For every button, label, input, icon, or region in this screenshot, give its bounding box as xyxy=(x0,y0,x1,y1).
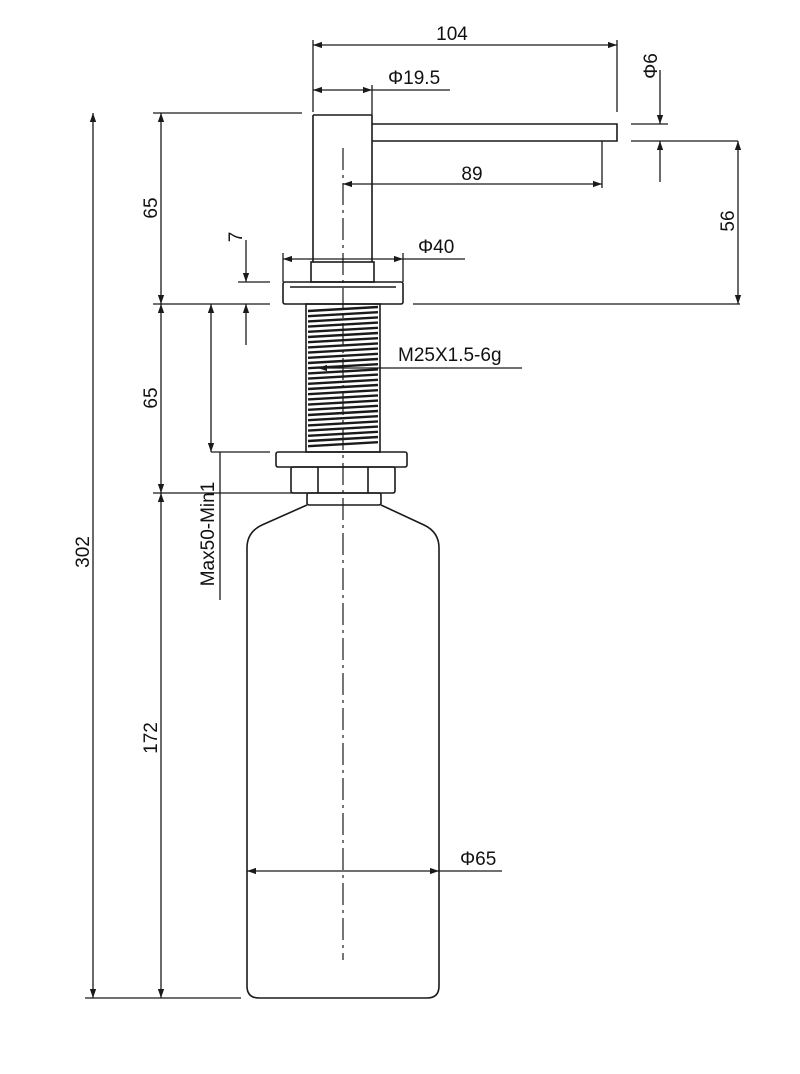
mount-range-label: Max50-Min1 xyxy=(198,482,219,587)
flange-thickness-label: 7 xyxy=(226,232,247,243)
spout-length-label: 104 xyxy=(436,24,468,45)
dispenser-head xyxy=(282,114,618,305)
dimension-lines xyxy=(85,40,742,999)
flange-diameter-label: Φ40 xyxy=(418,237,454,258)
head-height-label: 65 xyxy=(141,197,162,218)
stem-diameter-label: Φ19.5 xyxy=(388,68,440,89)
outlet-diameter-label: Φ6 xyxy=(641,53,662,79)
thread-spec-label: M25X1.5-6g xyxy=(398,345,502,366)
bottle xyxy=(246,504,440,999)
spout-reach-label: 89 xyxy=(461,164,482,185)
bottle-diameter-label: Φ65 xyxy=(460,849,496,870)
mounting-hardware xyxy=(275,451,408,506)
spout-height-label: 56 xyxy=(718,210,739,231)
overall-height-label: 302 xyxy=(73,536,94,568)
bottle-height-label: 172 xyxy=(141,722,162,754)
shank-length-label: 65 xyxy=(141,387,162,408)
